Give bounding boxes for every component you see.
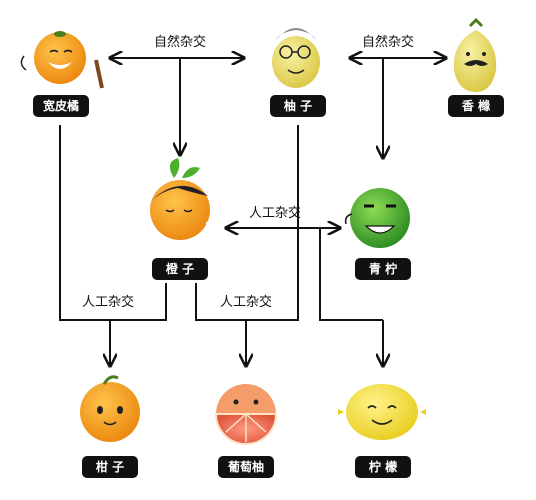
node-ganzi: 柑 子 [82, 456, 138, 478]
node-label-xiangyuan: 香 橼 [461, 98, 490, 113]
node-putaoyou: 葡萄柚 [218, 456, 274, 478]
node-label-ganzi: 柑 子 [96, 459, 124, 474]
node-label-qingning: 青 柠 [369, 261, 397, 276]
connector-lines [59, 58, 446, 366]
old-mandarin-with-cane-icon [20, 31, 104, 89]
edge-label-natural-1: 自然杂交 [154, 34, 206, 50]
node-label-youzi: 柚 子 [284, 98, 312, 113]
node-label-chengzi: 橙 子 [166, 261, 194, 276]
node-label-putaoyou: 葡萄柚 [227, 459, 264, 474]
node-youzi: 柚 子 [270, 95, 326, 117]
grandma-pomelo-with-glasses-icon [272, 28, 320, 88]
edge-label-artificial-3: 人工杂交 [220, 294, 272, 310]
edge-label-artificial-1: 人工杂交 [249, 205, 301, 221]
node-kuanpiju: 宽皮橘 [33, 95, 89, 117]
mustached-citron-icon [453, 17, 497, 92]
node-xiangyuan: 香 橼 [448, 95, 504, 117]
edge-kuanpiju-chengzi-line [59, 125, 167, 321]
node-label-kuanpiju: 宽皮橘 [42, 98, 79, 113]
node-ningmeng: 柠 檬 [355, 456, 411, 478]
node-label-ningmeng: 柠 檬 [369, 459, 397, 474]
node-chengzi: 橙 子 [152, 258, 208, 280]
orange-with-leaf-icon [150, 158, 218, 240]
smiling-lime-icon [344, 188, 410, 248]
node-qingning: 青 柠 [355, 258, 411, 280]
cute-tangerine-icon [80, 375, 140, 442]
edge-lime-lemon-line [300, 227, 383, 321]
happy-lemon-icon [338, 384, 426, 440]
grapefruit-half-icon [214, 384, 278, 445]
edge-label-artificial-2: 人工杂交 [82, 294, 134, 310]
edge-label-natural-2: 自然杂交 [362, 34, 414, 50]
